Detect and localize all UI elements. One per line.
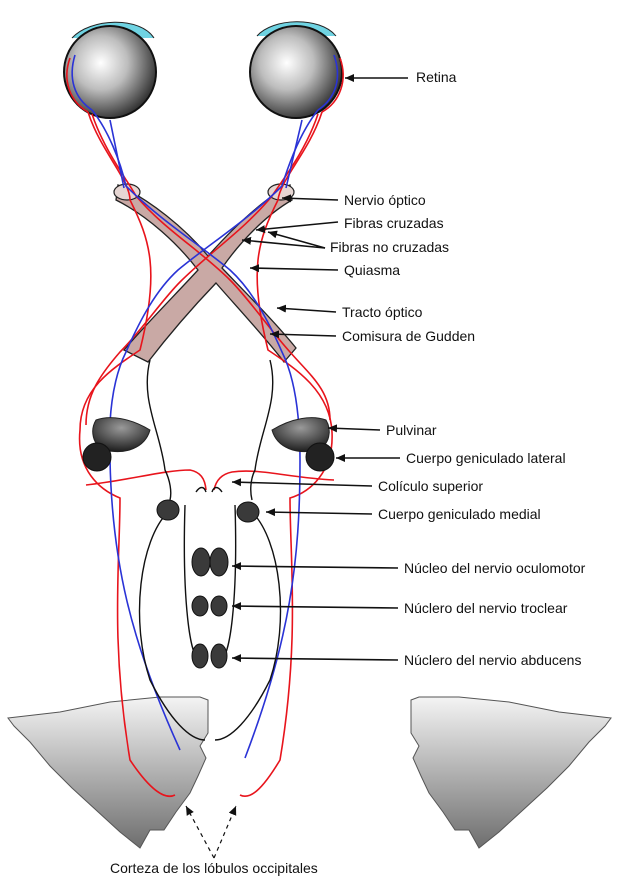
label-medial-geniculate: Cuerpo geniculado medial: [378, 506, 541, 522]
label-abducens-nucleus: Núclero del nervio abducens: [404, 652, 581, 668]
label-lateral-geniculate: Cuerpo geniculado lateral: [406, 450, 566, 466]
label-occipital-cortex: Corteza de los lóbulos occipitales: [110, 860, 318, 876]
label-retina: Retina: [416, 69, 457, 85]
label-trochlear-nucleus: Núclero del nervio troclear: [404, 600, 568, 616]
label-optic-nerve: Nervio óptico: [344, 192, 426, 208]
optic-chiasm-shape: [114, 184, 296, 362]
label-optic-tract: Tracto óptico: [342, 304, 423, 320]
medial-geniculate-right: [237, 502, 259, 522]
abducens-nuclei: [192, 644, 227, 668]
label-uncrossed-fibers: Fibras no cruzadas: [330, 239, 449, 255]
occipital-cortex: [8, 697, 611, 848]
label-superior-colliculus: Colículo superior: [378, 478, 483, 494]
pulvinar-left: [83, 418, 150, 471]
label-oculomotor-nucleus: Núcleo del nervio oculomotor: [404, 560, 586, 576]
label-gudden-commissure: Comisura de Gudden: [342, 328, 475, 344]
trochlear-nuclei: [192, 596, 227, 616]
label-pulvinar: Pulvinar: [386, 422, 437, 438]
label-chiasm: Quiasma: [344, 262, 400, 278]
label-crossed-fibers: Fibras cruzadas: [344, 215, 444, 231]
medial-geniculate-left: [157, 500, 179, 520]
pulvinar-right: [272, 418, 334, 471]
oculomotor-nuclei: [192, 548, 228, 576]
right-eye: [250, 22, 342, 118]
